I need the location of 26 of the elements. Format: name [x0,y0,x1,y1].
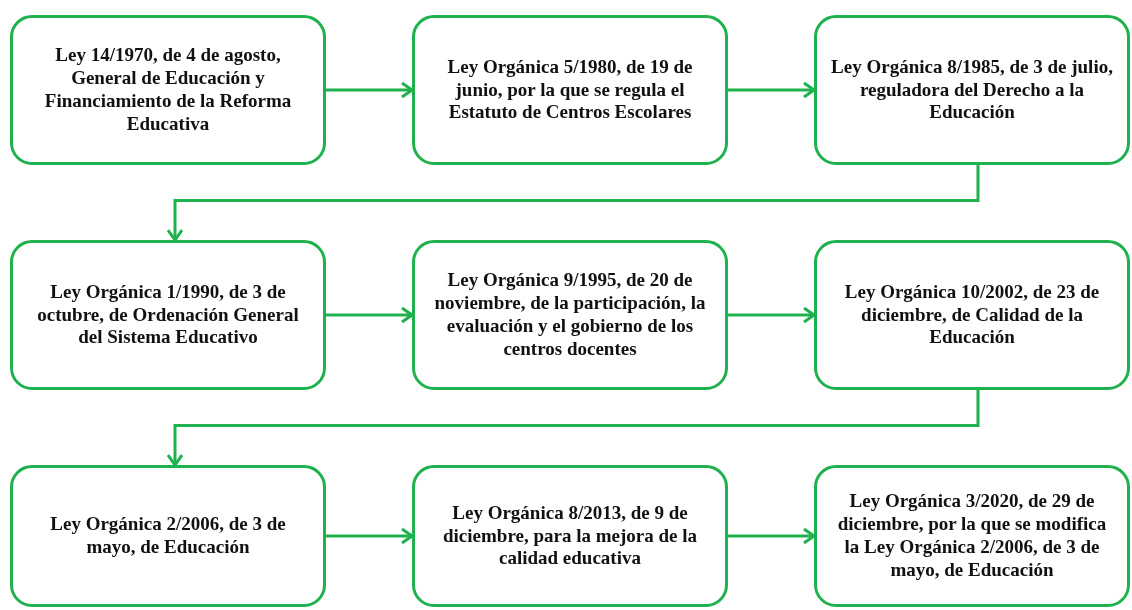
law-box [412,15,728,165]
arrow [166,165,980,242]
law-title: Ley Orgánica 3/2020, de 29 de diciembre, por la que se modifica la Ley Orgánica 2/2006, de 3 de mayo, de Educación [836,490,1108,582]
law-box [814,465,1130,607]
law-title: Ley Orgánica 10/2002, de 23 de diciembre, de Calidad de la Educación [843,280,1101,350]
law-title: Ley Orgánica 9/1995, de 20 de noviembre, de la participación, la evaluación y el gobierno de los centros docentes [433,269,707,361]
law-title: Ley Orgánica 8/1985, de 3 de julio, reguladora del Derecho a la Educación [831,55,1113,125]
law-title: Ley Orgánica 2/2006, de 3 de mayo, de Educación [49,513,287,559]
law-box [814,240,1130,390]
law-title: Ley 14/1970, de 4 de agosto, General de Educación y Financiamiento de la Reforma Educativa [43,44,293,136]
arrow [728,81,816,99]
law-box [814,15,1130,165]
arrow [728,527,816,545]
law-box [412,240,728,390]
arrow [166,390,980,467]
arrow [728,306,816,324]
law-box [10,465,326,607]
law-box [10,15,326,165]
arrow [326,81,414,99]
arrow [326,527,414,545]
law-title: Ley Orgánica 8/2013, de 9 de diciembre, para la mejora de la calidad educativa [442,501,698,571]
law-box [10,240,326,390]
law-title: Ley Orgánica 1/1990, de 3 de octubre, de Ordenación General del Sistema Educativo [36,280,300,350]
law-box [412,465,728,607]
law-title: Ley Orgánica 5/1980, de 19 de junio, por la que se regula el Estatuto de Centros Escolares [446,55,694,125]
arrow [326,306,414,324]
